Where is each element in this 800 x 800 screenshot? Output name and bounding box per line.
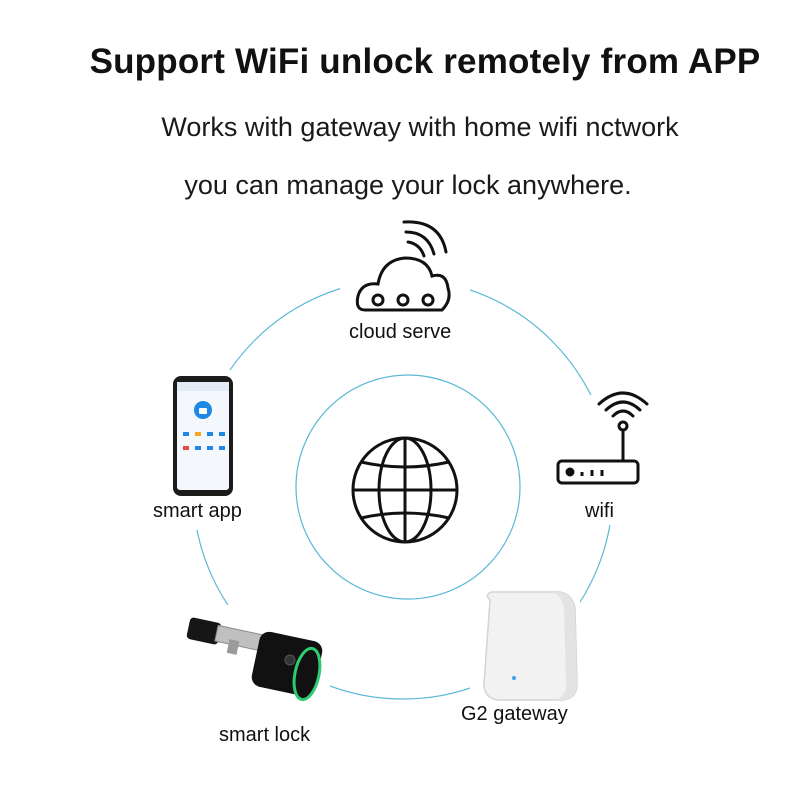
node-label-gateway: G2 gateway <box>461 703 568 725</box>
subline-gateway: Works with gateway with home wifi nctwor… <box>161 112 679 142</box>
inner-ring <box>295 374 521 600</box>
router-icon <box>556 391 649 485</box>
globe-icon <box>351 436 459 544</box>
cloud-icon <box>355 256 451 312</box>
node-label-wifi: wifi <box>585 500 614 522</box>
smart-lock-icon <box>186 617 323 702</box>
gateway-device-icon <box>483 591 578 701</box>
smartphone-icon <box>173 376 233 496</box>
cloud-signal-icon <box>402 220 448 258</box>
headline: Support WiFi unlock remotely from APP <box>89 42 761 81</box>
subline-manage: you can manage your lock anywhere. <box>184 170 632 200</box>
node-label-cloud: cloud serve <box>349 321 452 343</box>
node-label-app: smart app <box>153 500 242 522</box>
node-label-lock: smart lock <box>219 724 311 746</box>
